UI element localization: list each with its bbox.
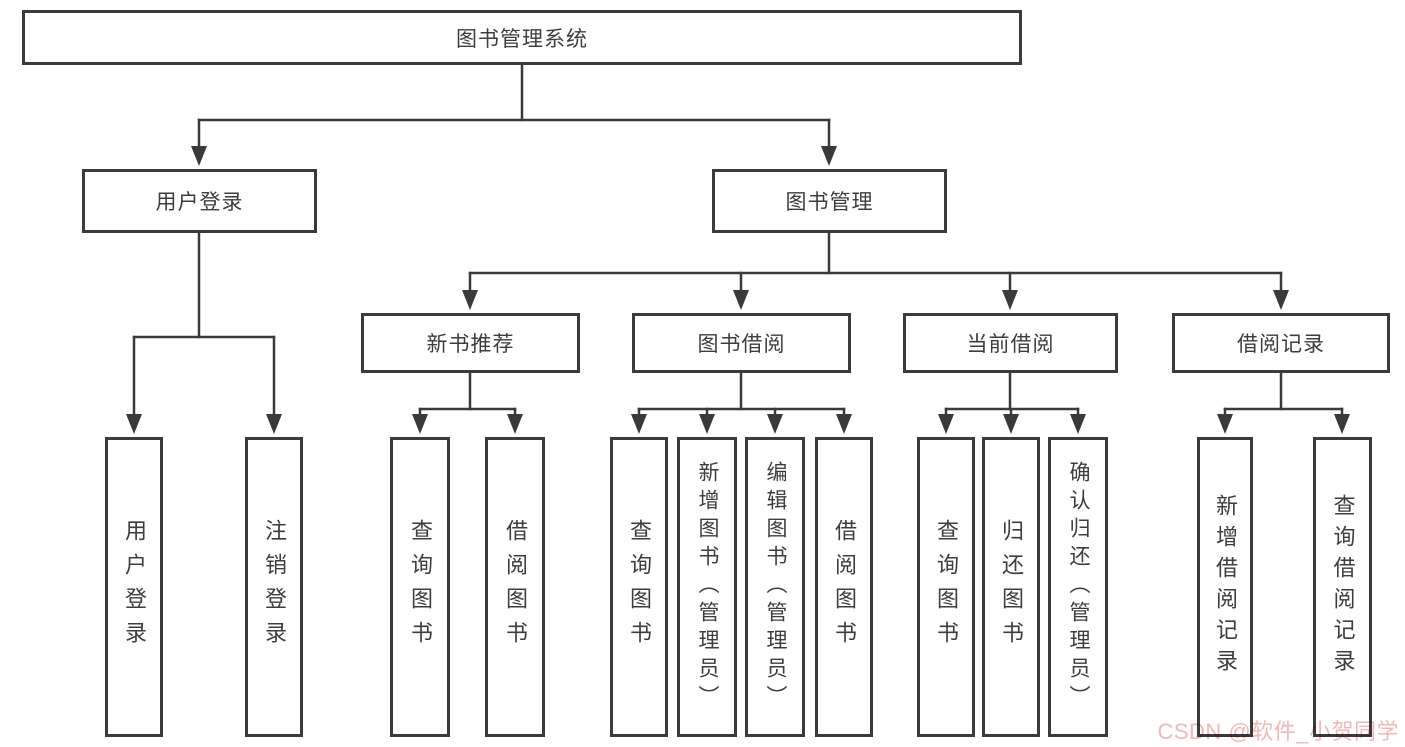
leaf-query-books-2: 查询图书 [610, 437, 668, 737]
leaf-confirm-return-admin-label: 确认归还（管理员） [1067, 461, 1090, 713]
leaf-query-books-1-label: 查询图书 [408, 519, 433, 655]
node-root-label: 图书管理系统 [456, 27, 588, 51]
leaf-query-borrow-record: 查询借阅记录 [1313, 437, 1372, 737]
leaf-query-books-2-label: 查询图书 [627, 519, 652, 655]
leaf-add-book-admin: 新增图书（管理员） [677, 437, 737, 737]
leaf-return-books: 归还图书 [982, 437, 1040, 737]
node-user-login-branch-label: 用户登录 [155, 191, 244, 214]
leaf-borrow-books-2-label: 借阅图书 [832, 519, 857, 655]
leaf-query-borrow-record-label: 查询借阅记录 [1330, 494, 1356, 680]
leaf-logout: 注销登录 [245, 437, 303, 737]
node-book-borrow-label: 图书借阅 [697, 333, 786, 356]
leaf-add-book-admin-label: 新增图书（管理员） [696, 461, 719, 713]
watermark: CSDN @软件_小贺同学 [1157, 719, 1399, 744]
leaf-borrow-books-1-label: 借阅图书 [503, 519, 528, 655]
leaf-query-books-3-label: 查询图书 [934, 519, 959, 655]
node-new-book-recommend: 新书推荐 [361, 313, 580, 373]
leaf-logout-label: 注销登录 [262, 519, 287, 655]
leaf-borrow-books-2: 借阅图书 [815, 437, 873, 737]
node-new-book-recommend-label: 新书推荐 [426, 333, 515, 356]
node-root: 图书管理系统 [22, 10, 1022, 65]
leaf-add-borrow-record-label: 新增借阅记录 [1213, 494, 1238, 680]
leaf-edit-book-admin: 编辑图书（管理员） [745, 437, 805, 737]
node-book-borrow: 图书借阅 [632, 313, 851, 373]
leaf-query-books-1: 查询图书 [390, 437, 450, 737]
leaf-edit-book-admin-label: 编辑图书（管理员） [764, 461, 787, 713]
leaf-borrow-books-1: 借阅图书 [485, 437, 545, 737]
leaf-user-login: 用户登录 [105, 437, 163, 737]
leaf-query-books-3: 查询图书 [917, 437, 975, 737]
node-borrow-records-label: 借阅记录 [1237, 333, 1325, 356]
node-book-management-label: 图书管理 [785, 191, 874, 214]
node-current-borrow-label: 当前借阅 [966, 333, 1055, 356]
leaf-confirm-return-admin: 确认归还（管理员） [1048, 437, 1108, 737]
node-user-login-branch: 用户登录 [82, 169, 317, 233]
node-current-borrow: 当前借阅 [903, 313, 1118, 373]
leaf-add-borrow-record: 新增借阅记录 [1197, 437, 1253, 737]
leaf-return-books-label: 归还图书 [999, 519, 1024, 655]
node-borrow-records: 借阅记录 [1172, 313, 1390, 373]
leaf-user-login-label: 用户登录 [122, 519, 147, 655]
node-book-management: 图书管理 [712, 169, 947, 233]
